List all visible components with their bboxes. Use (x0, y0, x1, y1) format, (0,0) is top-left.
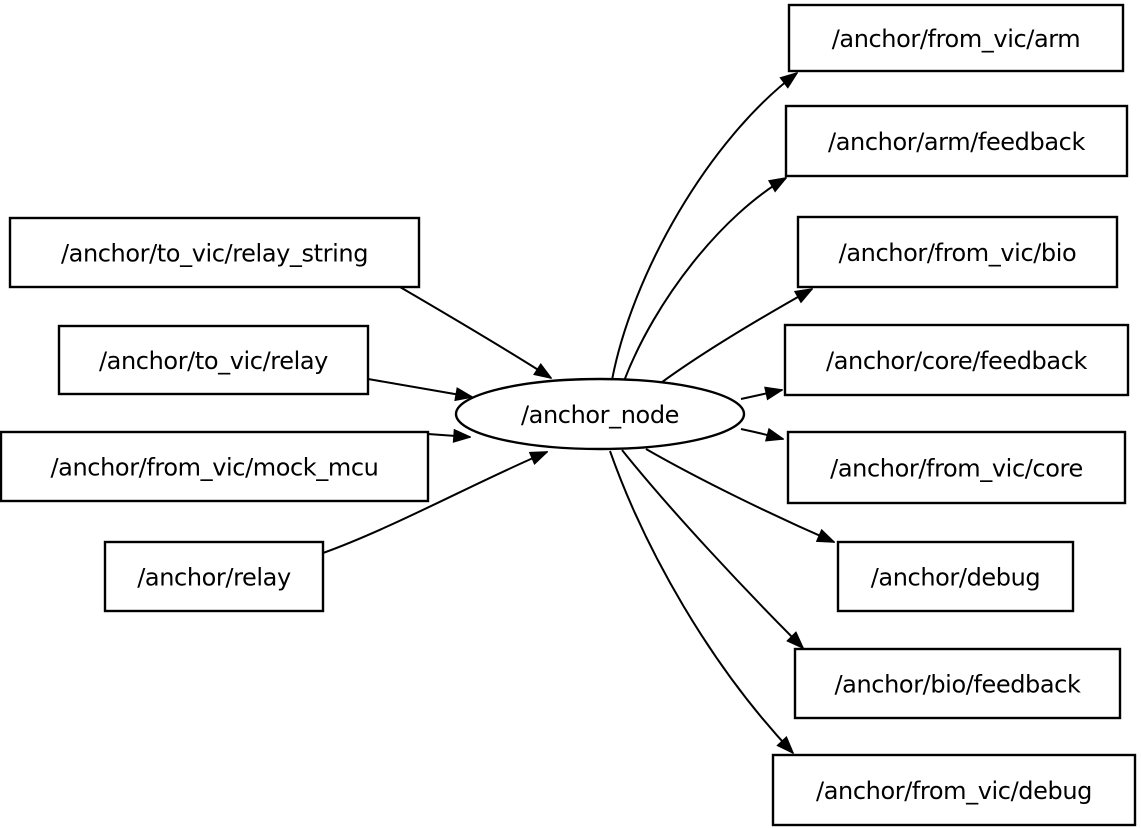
topic-label: /anchor/from_vic/debug (816, 777, 1092, 805)
topic-node-anchor-from-vic-core: /anchor/from_vic/core (786, 430, 1127, 505)
node-anchor-node: /anchor_node (454, 377, 746, 451)
topic-label: /anchor/from_vic/arm (832, 25, 1081, 53)
topic-node-anchor-to-vic-relay-string: /anchor/to_vic/relay_string (8, 216, 421, 289)
topic-label: /anchor/core/feedback (826, 347, 1087, 375)
center-node-ellipse (454, 377, 746, 451)
topic-node-anchor-to-vic-relay: /anchor/to_vic/relay (57, 324, 370, 396)
output-topic-box (771, 753, 1137, 827)
output-topic-box (787, 3, 1125, 73)
edge-anchor-node-to-anchor-core-feedback (740, 390, 782, 399)
edge-anchor-to-vic-relay-to-anchor-node (367, 378, 472, 397)
edge-anchor-node-to-anchor-from-vic-debug (609, 450, 793, 753)
input-topic-box (57, 324, 370, 396)
edge-anchor-relay-to-anchor-node (322, 451, 547, 554)
edge-anchor-node-to-anchor-debug (645, 448, 834, 543)
topic-node-anchor-core-feedback: /anchor/core/feedback (783, 323, 1130, 397)
output-topic-box (783, 323, 1130, 397)
center-node-label: /anchor_node (521, 401, 679, 429)
topic-label: /anchor/from_vic/bio (839, 239, 1077, 267)
topic-label: /anchor/debug (871, 564, 1041, 592)
edge-anchor-node-to-anchor-from-vic-core (740, 429, 783, 439)
edge-anchor-to-vic-relay-string-to-anchor-node (399, 286, 551, 378)
edges-layer (322, 73, 834, 753)
edge-anchor-from-vic-mock-mcu-to-anchor-node (427, 434, 470, 437)
topic-label: /anchor/relay (137, 564, 291, 592)
topic-label: /anchor/to_vic/relay (99, 347, 328, 375)
output-topic-box (836, 540, 1075, 613)
edge-anchor-node-to-anchor-bio-feedback (621, 449, 803, 648)
output-topic-box (786, 430, 1127, 505)
edge-anchor-node-to-anchor-from-vic-bio (653, 289, 812, 389)
output-topic-box (793, 647, 1122, 720)
topic-label: /anchor/from_vic/mock_mcu (51, 454, 379, 482)
topic-node-anchor-from-vic-debug: /anchor/from_vic/debug (771, 753, 1137, 827)
topic-node-anchor-arm-feedback: /anchor/arm/feedback (784, 104, 1129, 178)
input-topic-box (0, 430, 430, 503)
topic-node-anchor-debug: /anchor/debug (836, 540, 1075, 613)
topic-label: /anchor/arm/feedback (828, 128, 1085, 156)
topic-label: /anchor/to_vic/relay_string (61, 240, 368, 268)
topic-label: /anchor/from_vic/core (830, 455, 1083, 483)
edge-anchor-node-to-anchor-arm-feedback (623, 178, 786, 382)
topic-node-anchor-from-vic-arm: /anchor/from_vic/arm (787, 3, 1125, 73)
topic-node-anchor-bio-feedback: /anchor/bio/feedback (793, 647, 1122, 720)
output-topic-box (784, 104, 1129, 178)
nodes-layer: /anchor/to_vic/relay_string/anchor/to_vi… (0, 3, 1137, 827)
output-topic-box (796, 215, 1119, 289)
input-topic-box (103, 540, 325, 613)
input-topic-box (8, 216, 421, 289)
topic-node-anchor-from-vic-mock-mcu: /anchor/from_vic/mock_mcu (0, 430, 430, 503)
topic-node-anchor-from-vic-bio: /anchor/from_vic/bio (796, 215, 1119, 289)
edge-anchor-node-to-anchor-from-vic-arm (611, 73, 797, 381)
topic-label: /anchor/bio/feedback (835, 671, 1081, 699)
topic-node-anchor-relay: /anchor/relay (103, 540, 325, 613)
